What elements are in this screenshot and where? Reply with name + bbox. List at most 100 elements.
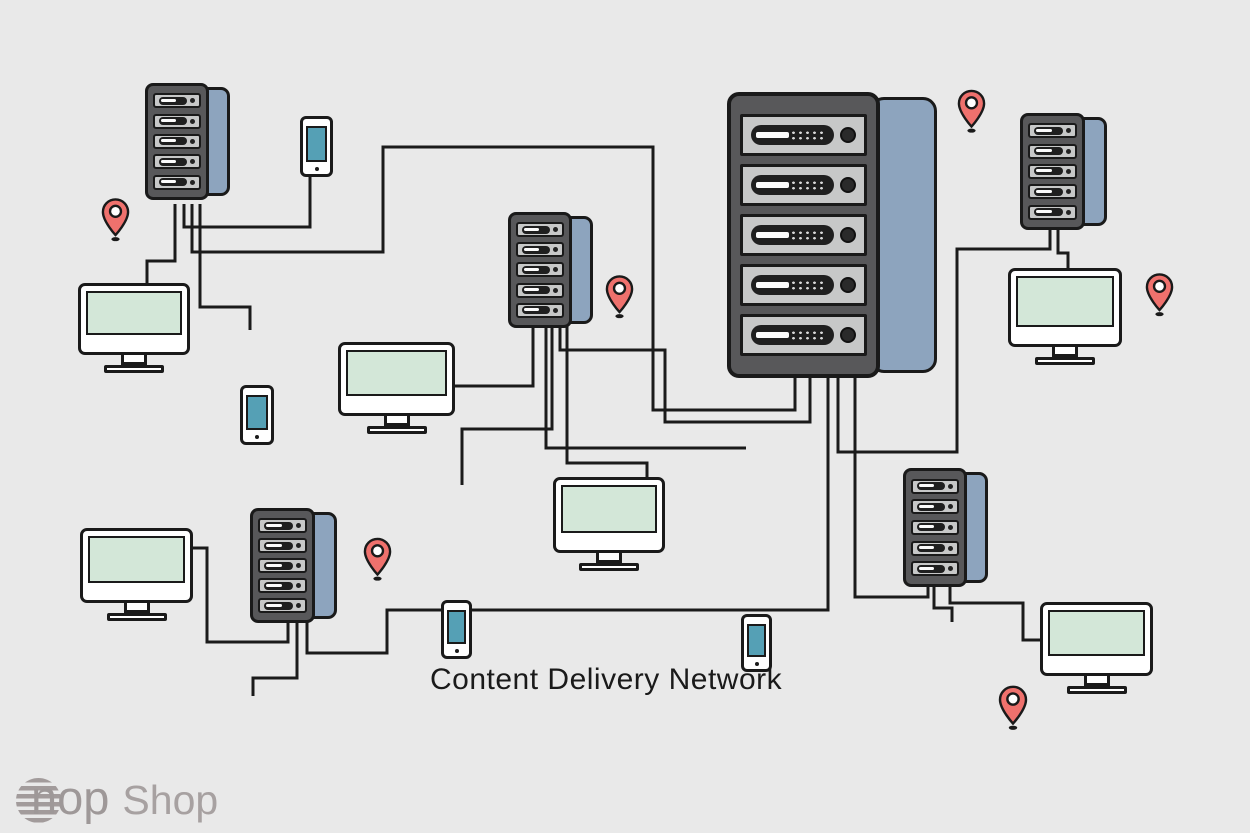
drive-slot: [264, 601, 294, 610]
drive-bay: [516, 242, 564, 258]
drive-slot-bar: [524, 247, 540, 251]
monitor-screen: [346, 350, 447, 396]
monitor-stand-neck: [383, 416, 410, 426]
led-indicator: [296, 583, 302, 588]
phone-mid-left: [441, 600, 472, 659]
drive-bay: [258, 558, 308, 573]
led-indicator: [552, 247, 558, 253]
drive-slot: [159, 96, 187, 105]
monitor-center: [553, 477, 665, 571]
diagram-title: Content Delivery Network: [430, 663, 783, 696]
drive-bay: [911, 519, 959, 535]
connection-server-middle--phone-mid-left: [460, 326, 554, 485]
drive-bay: [1028, 184, 1078, 200]
phone-screen: [447, 610, 466, 644]
led-indicator: [189, 118, 195, 124]
monitor-screen: [88, 536, 185, 583]
connection-server-bottom-left--phone-bottom-left: [251, 619, 299, 696]
pin-top-left: [100, 197, 131, 243]
pin-bottom-right: [997, 684, 1029, 732]
drive-slot-bar: [756, 282, 790, 288]
pin-right: [1144, 271, 1175, 319]
monitor-stand-base: [106, 613, 167, 621]
led-indicator: [552, 307, 558, 313]
led-indicator: [840, 227, 857, 243]
monitor-screen: [1016, 276, 1114, 327]
server-front-panel: [903, 468, 967, 587]
connection-server-top-right--monitor-top-right: [1056, 226, 1070, 274]
monitor-stand-base: [579, 563, 639, 571]
nop-shop-logo: nop Shop: [16, 772, 218, 832]
server-top-right: [1020, 113, 1107, 238]
server-front-panel: [508, 212, 572, 328]
connection-server-middle--monitor-center: [565, 326, 649, 483]
connection-server-central--server-top-right: [836, 226, 1052, 454]
drive-slot: [264, 581, 294, 590]
drive-bay: [153, 174, 201, 190]
drive-slot-bar: [756, 332, 790, 338]
led-indicator: [947, 545, 953, 551]
led-indicator: [947, 524, 953, 530]
pin-middle: [604, 274, 635, 320]
drive-slot: [522, 306, 550, 315]
phone-home-button: [754, 662, 759, 666]
led-indicator: [189, 138, 195, 144]
server-middle: [508, 212, 593, 336]
drive-bay: [740, 114, 868, 156]
monitor-frame: [80, 528, 193, 603]
drive-slot: [1034, 126, 1064, 135]
connection-server-central--server-bottom-left: [305, 374, 830, 655]
drive-bay: [911, 561, 959, 577]
connection-server-middle--server-central: [558, 326, 812, 424]
location-pin-shape: [957, 89, 986, 133]
led-indicator: [840, 327, 857, 343]
drive-slot-bar: [161, 98, 177, 102]
drive-slot-bar: [919, 546, 935, 550]
monitor-frame: [1040, 602, 1153, 676]
drive-slot-bar: [1036, 169, 1053, 173]
drive-bay: [153, 93, 201, 109]
server-front-panel: [727, 92, 881, 378]
led-indicator: [552, 287, 558, 293]
drive-bay: [153, 113, 201, 129]
led-indicator: [947, 504, 953, 510]
server-bottom-right: [903, 468, 988, 595]
monitor-stand-base: [1035, 357, 1095, 365]
drive-slot: [751, 325, 835, 345]
drive-slot-bar: [161, 180, 177, 184]
drive-bay: [1028, 123, 1078, 139]
drive-slot-bar: [161, 139, 177, 143]
drive-slot-bar: [1036, 189, 1053, 193]
drive-slot: [751, 275, 835, 295]
monitor-screen: [86, 291, 182, 335]
drive-slot: [1034, 167, 1064, 176]
led-indicator: [552, 227, 558, 233]
drive-bay: [740, 314, 868, 356]
server-central: [727, 92, 937, 390]
drive-slot-bar: [266, 523, 283, 527]
drive-slot-bar: [524, 288, 540, 292]
led-indicator: [1066, 168, 1072, 174]
drive-slot-bar: [524, 227, 540, 231]
phone-home-button: [314, 167, 319, 171]
monitor-screen: [1048, 610, 1145, 656]
led-indicator: [296, 543, 302, 548]
drive-slot-bar: [1036, 210, 1053, 214]
drive-slot: [522, 225, 550, 234]
location-pin-shape: [1145, 273, 1174, 317]
drive-slot: [917, 523, 945, 532]
drive-slot: [522, 245, 550, 254]
pin-top-right: [956, 87, 987, 136]
drive-slot: [751, 125, 835, 145]
drive-slot-bar: [1036, 128, 1053, 132]
drive-bay: [911, 499, 959, 515]
monitor-frame: [1008, 268, 1122, 347]
monitor-frame: [78, 283, 190, 355]
led-indicator: [840, 277, 857, 293]
phone-left: [240, 385, 274, 445]
logo-text-nop: nop: [31, 771, 110, 824]
monitor-top-right: [1008, 268, 1122, 365]
drive-slot-bar: [266, 603, 283, 607]
